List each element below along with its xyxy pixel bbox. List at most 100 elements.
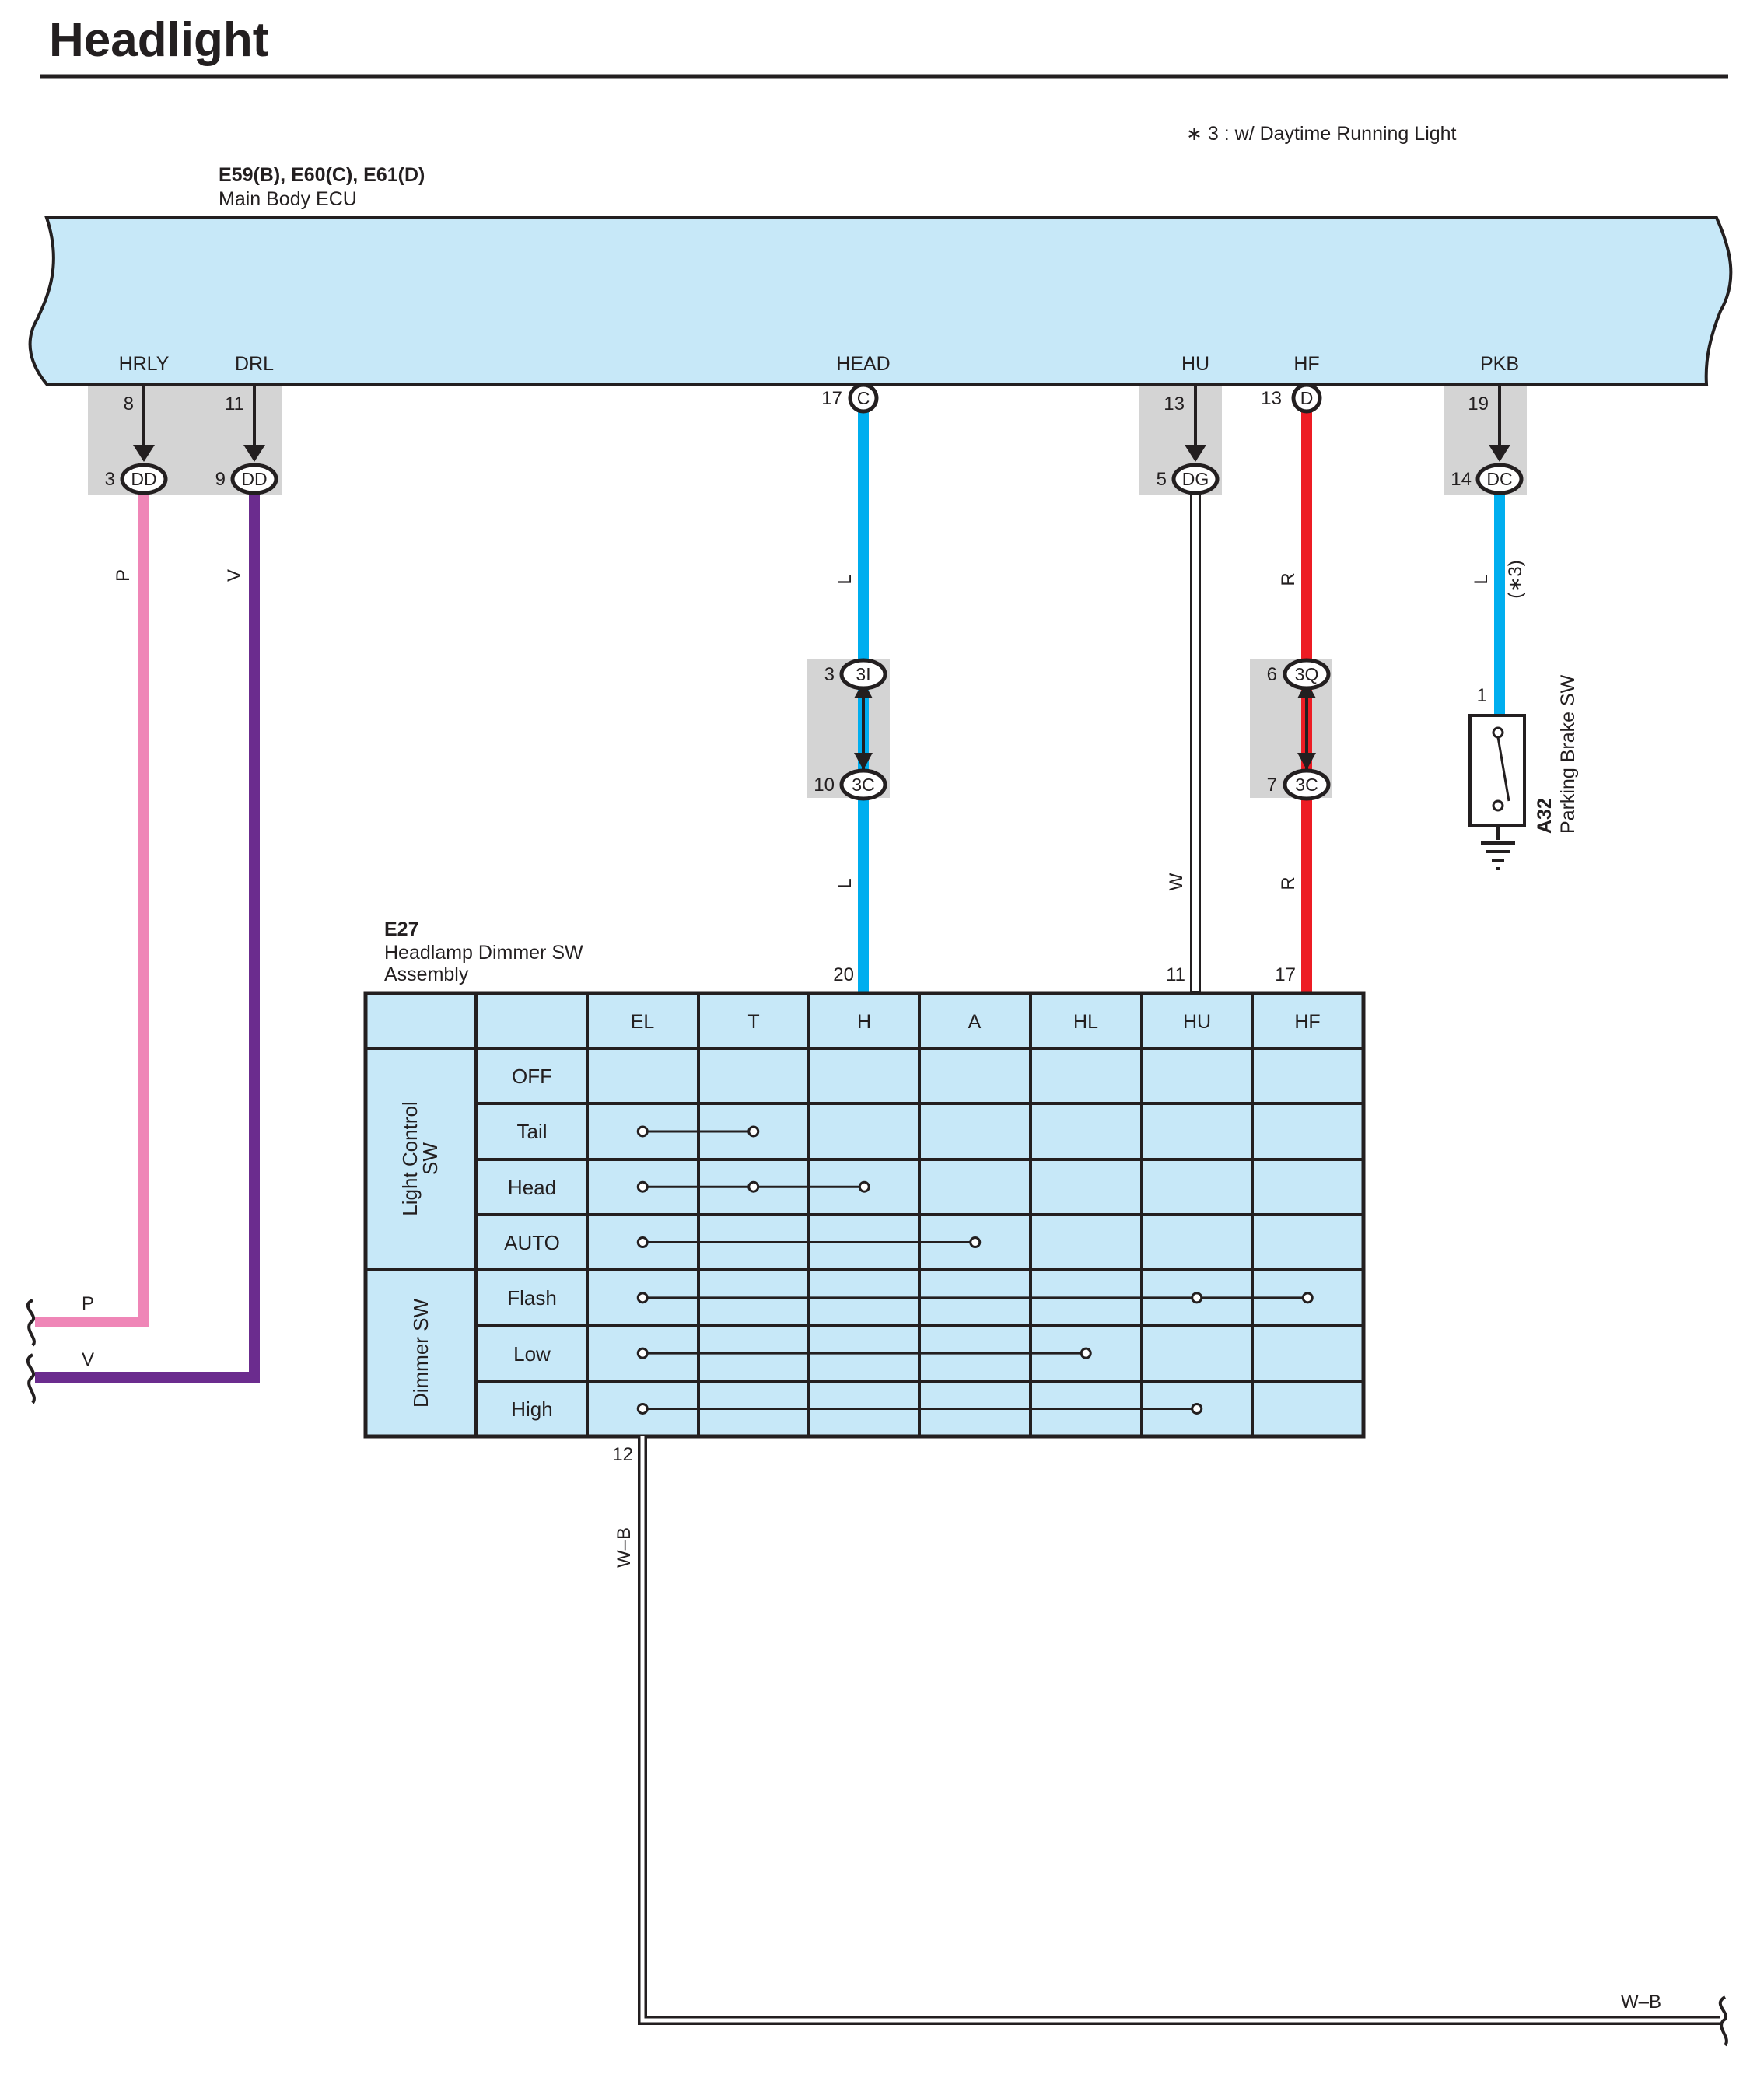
connection-point-head-el: [636, 1180, 649, 1193]
page-title: Headlight: [49, 13, 268, 67]
wire-hrly: DD 8 3 P P: [35, 386, 168, 1327]
wire-label-pkb: L: [1471, 574, 1492, 584]
ecu-name: Main Body ECU: [219, 188, 357, 210]
wire-label-hf-top: R: [1278, 572, 1299, 586]
option-note: ∗ 3 : w/ Daytime Running Light: [1186, 123, 1457, 145]
conn-pkb: DC: [1486, 469, 1512, 489]
pin-hrly-ecu: 8: [124, 393, 134, 414]
wire-label-drl: V: [224, 569, 245, 582]
wire-end-label-ground: W–B: [1621, 1992, 1661, 2013]
pin-pkb-ecu: 19: [1468, 393, 1489, 414]
col-header-hl: HL: [1073, 1011, 1098, 1033]
parking-brake-switch: A32 Parking Brake SW: [1468, 674, 1579, 870]
col-header-hu: HU: [1183, 1011, 1211, 1033]
pin-ground-sw: 12: [612, 1444, 633, 1465]
switch-id-a32: A32: [1534, 798, 1556, 834]
switch-assembly-name-2: Assembly: [384, 964, 469, 985]
group-label-light-control: Light Control: [398, 1101, 422, 1215]
pin-pkb-sw: 1: [1477, 685, 1487, 706]
wire-end-label-p: P: [82, 1293, 94, 1314]
pin-drl-ecu: 11: [225, 393, 244, 414]
pin-hu-sw: 11: [1166, 964, 1185, 985]
connection-point-low-el: [636, 1347, 649, 1359]
connection-point-head-h: [858, 1180, 870, 1193]
terminal-pkb: PKB: [1480, 353, 1519, 375]
conn-hf-ecu: D: [1300, 388, 1314, 408]
switch-connection-table: EL T H A HL HU HF Light Control SW Dimme…: [363, 991, 1366, 1439]
connection-point-tail-t: [747, 1125, 760, 1138]
row-label-head: Head: [508, 1176, 556, 1199]
pin-head-sw: 20: [833, 964, 854, 985]
conn-hf-j1: 3Q: [1295, 664, 1319, 684]
break-mark-v: [26, 1353, 36, 1404]
wire-end-label-v: V: [82, 1349, 94, 1370]
break-mark-ground: [1718, 1995, 1728, 2047]
col-header-el: EL: [631, 1011, 655, 1033]
wire-label-head-top: L: [835, 574, 856, 584]
pin-hu-conn: 5: [1157, 469, 1167, 490]
col-header-hf: HF: [1294, 1011, 1320, 1033]
ecu-id: E59(B), E60(C), E61(D): [219, 164, 425, 186]
main-body-ecu: [28, 216, 1733, 386]
wire-drl: DD 11 9 V V: [35, 386, 278, 1383]
break-mark-p: [26, 1299, 36, 1347]
conn-hu: DG: [1182, 469, 1209, 489]
conn-hrly: DD: [131, 469, 156, 489]
conn-head-j1: 3I: [856, 664, 870, 684]
conn-head-j2: 3C: [852, 775, 874, 795]
connection-marks: [636, 1125, 1314, 1415]
conn-head-ecu: C: [857, 388, 870, 408]
wire-label-ground: W–B: [614, 1527, 635, 1568]
pin-hrly-conn: 3: [105, 469, 115, 490]
connection-point-flash-hu: [1191, 1292, 1203, 1304]
connection-point-head-t: [747, 1180, 760, 1193]
connection-point-flash-el: [636, 1292, 649, 1304]
pin-hf-sw: 17: [1275, 964, 1296, 985]
terminal-hrly: HRLY: [119, 353, 170, 375]
wire-hu: DG 13 5 W 11: [1157, 386, 1220, 992]
pin-hu-ecu: 13: [1164, 393, 1185, 414]
row-label-auto: AUTO: [504, 1231, 560, 1254]
row-label-high: High: [511, 1397, 552, 1421]
pin-head-j1: 3: [824, 664, 835, 685]
col-header-t: T: [747, 1011, 759, 1033]
wire-ground-wb: 12 W–B W–B: [612, 1436, 1728, 2047]
switch-assembly-id: E27: [384, 918, 418, 940]
connection-point-flash-hf: [1301, 1292, 1314, 1304]
switch-name-parking-brake: Parking Brake SW: [1557, 674, 1579, 834]
row-label-tail: Tail: [516, 1120, 547, 1143]
col-header-a: A: [968, 1011, 982, 1033]
group-label-light-control-sw: SW: [418, 1142, 442, 1175]
connection-point-high-hu: [1191, 1402, 1203, 1415]
connection-point-auto-a: [969, 1236, 982, 1249]
terminal-drl: DRL: [235, 353, 274, 375]
terminal-head: HEAD: [836, 353, 890, 375]
row-label-off: OFF: [512, 1065, 552, 1088]
pin-drl-conn: 9: [215, 469, 226, 490]
conn-hf-j2: 3C: [1295, 775, 1318, 795]
wire-label-hf-bottom: R: [1278, 876, 1299, 890]
pin-pkb-conn: 14: [1451, 469, 1472, 490]
group-label-dimmer-sw: Dimmer SW: [409, 1298, 432, 1408]
wire-label-hu: W: [1166, 873, 1187, 890]
row-label-low: Low: [513, 1342, 551, 1366]
connection-point-tail-el: [636, 1125, 649, 1138]
connection-point-low-hl: [1080, 1347, 1092, 1359]
wire-pkb: DC 19 14 L (∗3) 1: [1451, 386, 1526, 717]
pin-head-j2: 10: [814, 775, 835, 796]
col-header-h: H: [857, 1011, 871, 1033]
connection-point-auto-el: [636, 1236, 649, 1249]
pin-head-ecu: 17: [821, 388, 842, 409]
wire-note-pkb: (∗3): [1505, 560, 1526, 598]
pin-hf-ecu: 13: [1261, 388, 1282, 409]
wire-label-head-bottom: L: [835, 878, 856, 888]
switch-assembly-name-1: Headlamp Dimmer SW: [384, 942, 583, 964]
wire-hf: D 13 R 3Q 6 3C 7 R 17: [1261, 383, 1331, 992]
row-label-flash: Flash: [507, 1286, 557, 1310]
connection-point-high-el: [636, 1402, 649, 1415]
conn-drl: DD: [241, 469, 267, 489]
terminal-hu: HU: [1181, 353, 1209, 375]
pin-hf-j1: 6: [1267, 664, 1277, 685]
wire-head: C 17 L 3I 3 3C 10 L 20: [814, 383, 887, 992]
